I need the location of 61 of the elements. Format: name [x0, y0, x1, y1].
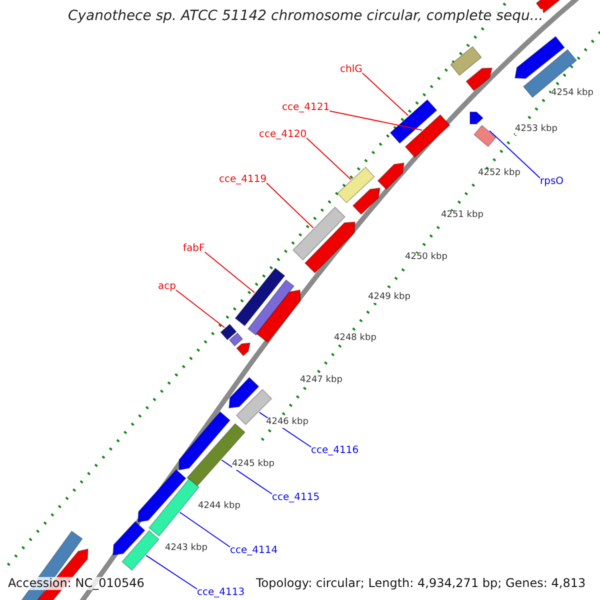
- gene-label: chlG: [340, 64, 362, 75]
- coordinate-label: 4250 kbp: [405, 253, 448, 263]
- leader-line: [204, 252, 256, 294]
- leader-line: [146, 554, 198, 590]
- title: Cyanothece sp. ATCC 51142 chromosome circular, complete sequ...: [68, 9, 544, 24]
- coordinate-label: 4251 kbp: [441, 211, 484, 221]
- gene-bar: [404, 114, 450, 158]
- leader-line: [489, 130, 540, 178]
- gene-label: cce_4116: [311, 445, 359, 456]
- gene-feature: [236, 342, 251, 356]
- gene-label: cce_4113: [197, 587, 245, 598]
- gene-feature: [178, 411, 231, 471]
- gene-bar: [234, 268, 286, 326]
- leader-line: [175, 290, 226, 328]
- gene-label: cce_4120: [259, 129, 307, 140]
- leader-line: [329, 110, 423, 131]
- gene-label: cce_4114: [230, 545, 278, 556]
- coordinate-label: 4244 kbp: [198, 502, 240, 512]
- gene-bar: [228, 332, 244, 347]
- coordinate-label: 4247 kbp: [300, 376, 342, 386]
- gene-feature: [256, 289, 301, 343]
- gene-bar: [292, 206, 346, 261]
- gene-bar: [148, 478, 200, 537]
- gene-feature: [470, 112, 484, 124]
- gene-label: cce_4119: [219, 174, 267, 185]
- coordinate-label: 4254 kbp: [551, 89, 594, 99]
- gene-feature: [352, 187, 381, 215]
- gene-bar: [220, 324, 237, 340]
- gene-bar: [336, 166, 376, 204]
- leader-line: [221, 459, 272, 494]
- coordinate-label: 4245 kbp: [232, 460, 274, 470]
- gene-label: cce_4121: [282, 102, 330, 113]
- gene-label: fabF: [183, 243, 205, 254]
- gene-bar: [450, 46, 482, 76]
- footer-text: Topology: circular; Length: 4,934,271 bp; Genes: 4,813: [256, 577, 586, 590]
- coordinate-label: 4253 kbp: [515, 125, 558, 135]
- gene-label: acp: [158, 281, 176, 292]
- leader-line: [179, 512, 230, 548]
- coordinate-label: 4248 kbp: [334, 334, 376, 344]
- coordinate-label: 4252 kbp: [478, 169, 520, 179]
- gene-feature: [228, 376, 260, 409]
- coordinate-label: 4246 kbp: [266, 418, 308, 428]
- leader-line: [266, 182, 314, 228]
- gene-bar: [247, 279, 295, 336]
- leader-line: [306, 138, 352, 180]
- gene-feature: [112, 520, 146, 556]
- coordinate-label: 4243 kbp: [165, 544, 208, 554]
- gene-bar: [522, 48, 578, 98]
- gene-label: cce_4115: [272, 492, 320, 503]
- gene-feature: [466, 67, 493, 92]
- coordinate-label: 4249 kbp: [368, 293, 410, 303]
- gene-feature: [304, 221, 356, 274]
- footer-text: Accession: NC_010546: [8, 577, 144, 590]
- gene-feature: [514, 36, 566, 79]
- gene-label: rpsO: [540, 176, 564, 187]
- gene-feature: [137, 469, 186, 523]
- gene-bar: [121, 530, 160, 571]
- gene-bar: [390, 99, 438, 144]
- gene-feature: [377, 162, 405, 190]
- leader-line: [362, 72, 409, 116]
- gene-bar: [473, 124, 497, 148]
